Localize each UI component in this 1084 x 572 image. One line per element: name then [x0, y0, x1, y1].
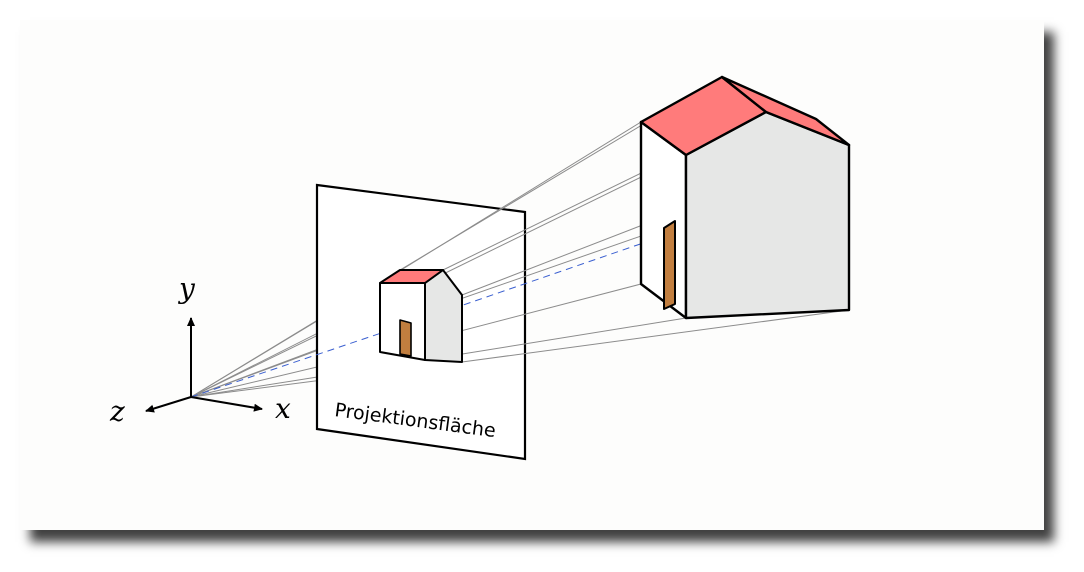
- house-door: [663, 220, 676, 310]
- house: [639, 75, 851, 320]
- x-axis-label: x: [275, 392, 291, 425]
- x-axis-arrow: [190, 396, 263, 412]
- figure-card: [20, 20, 1044, 530]
- z-axis-arrow: [145, 396, 192, 413]
- coordinate-axes: [145, 317, 263, 413]
- projected-house: [379, 269, 463, 363]
- house-roof-right: [720, 75, 851, 147]
- y-axis-label: y: [177, 272, 196, 305]
- projected-house-roof: [379, 269, 444, 284]
- projected-house-door: [399, 319, 412, 357]
- z-axis-label: z: [109, 395, 125, 428]
